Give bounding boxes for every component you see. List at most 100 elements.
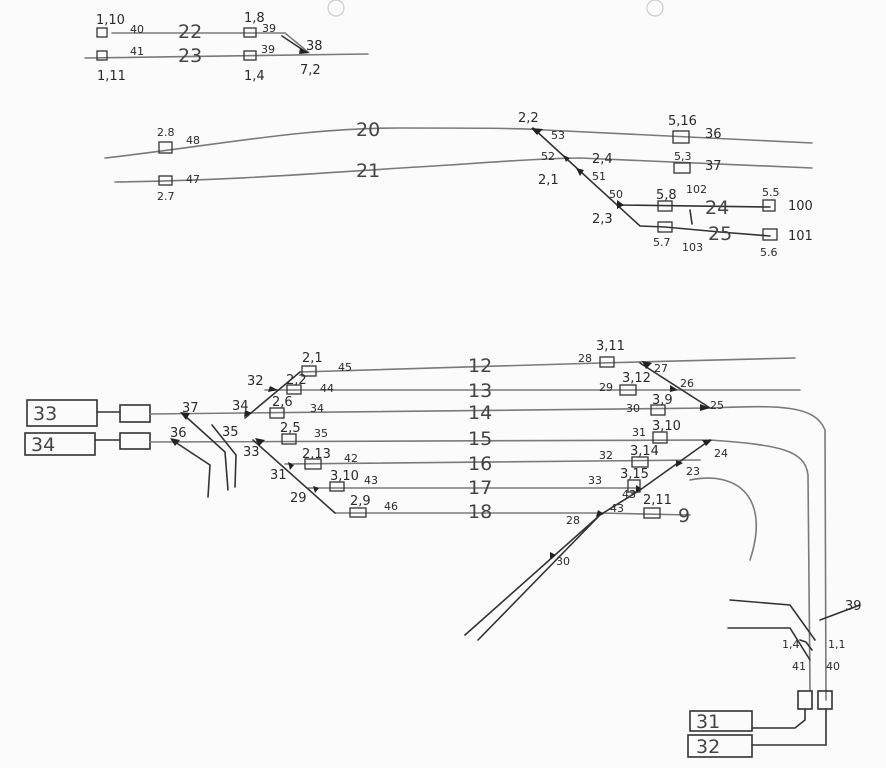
label: 24 [714,447,728,460]
switch-marker [255,438,265,446]
label: 5,3 [674,150,692,163]
signal-icon [269,407,285,419]
label: 2.7 [157,190,175,203]
label: 2,1 [538,173,559,188]
track-segment [252,439,336,514]
switch-marker [170,438,180,446]
punch-hole [327,0,345,17]
signal-icon [631,456,649,468]
switch-marker [642,361,652,369]
track-label: 22 [178,21,202,43]
label: 9 [678,505,690,527]
middle-section: 2.8 48 47 2.7 20 21 2,2 53 52 2,4 2,1 51… [104,111,813,259]
label: 2,9 [350,494,371,509]
label: 38 [306,39,323,54]
track-segment [689,209,693,225]
signal-icon [286,384,302,395]
label: 100 [788,199,813,214]
track-label: 24 [705,197,729,219]
track-segment [616,204,771,208]
label: 40 [130,23,144,36]
label: 39 [262,22,276,35]
label: 2,13 [302,447,331,462]
switch-marker [313,486,319,493]
signal-icon [243,50,257,61]
switch-marker [636,485,642,492]
label: 51 [592,170,606,183]
track-segment [94,411,121,441]
block-label: 31 [696,711,720,733]
signal-icon [673,162,691,174]
switch-marker [617,200,624,209]
label: 33 [243,445,260,460]
label: 3,9 [652,393,673,408]
signal-icon [657,221,673,233]
label: 29 [290,491,307,506]
signal-icon [643,507,661,519]
label: 1,4 [782,638,800,651]
signal-icon [619,384,637,396]
label: 45 [338,361,352,374]
label: 32 [247,374,264,389]
label: 1,11 [97,69,126,84]
block-label: 32 [696,736,720,758]
signal-icon [650,404,666,416]
track-segment [819,604,861,621]
label: 2,1 [302,351,323,366]
label: 32 [599,449,613,462]
switch-marker [670,385,678,392]
switch-marker [596,510,604,517]
block-label: 33 [33,403,57,425]
label: 37 [182,401,199,416]
label: 2,2 [286,373,307,388]
label: 44 [320,382,334,395]
label: 42 [344,452,358,465]
signal-icon [817,690,833,710]
label: 28 [566,514,580,527]
block-31 [689,710,753,732]
label: 43 [364,474,378,487]
label: 53 [551,129,565,142]
label: 2.8 [157,126,175,139]
switch-marker [576,168,584,176]
switch-marker [531,128,543,135]
block-34 [24,432,96,456]
label: 27 [654,362,668,375]
track-20-line [104,127,813,159]
track-label: 23 [178,45,202,67]
label: 50 [609,188,623,201]
label: 34 [232,399,249,414]
label: 23 [686,465,700,478]
label: 43 [622,488,636,501]
label: 5,16 [668,114,697,129]
label: 46 [384,500,398,513]
switch-marker [550,552,556,559]
label: 1,10 [96,13,125,28]
track-segment [727,599,816,661]
label: 52 [541,150,555,163]
label: 35 [314,427,328,440]
label: 7,2 [300,63,321,78]
label: 5.5 [762,186,780,199]
track-label: 20 [356,119,380,141]
label: 2,2 [518,111,539,126]
label: 1,4 [244,69,265,84]
track-22-line [111,32,309,53]
track-segment [639,362,711,409]
label: 25 [710,399,724,412]
label: 48 [186,134,200,147]
bottom-section: 33 34 [24,339,862,758]
track-16-line [284,459,701,465]
track-15-line [149,439,811,691]
label: 36 [170,426,187,441]
punch-hole [646,0,664,17]
label: 33 [588,474,602,487]
label: 41 [792,660,806,673]
signal-icon [301,365,317,377]
label: 102 [686,183,707,196]
track-segment [689,477,758,561]
track-label: 21 [356,160,380,182]
label: 43 [610,502,624,515]
label: 47 [186,173,200,186]
